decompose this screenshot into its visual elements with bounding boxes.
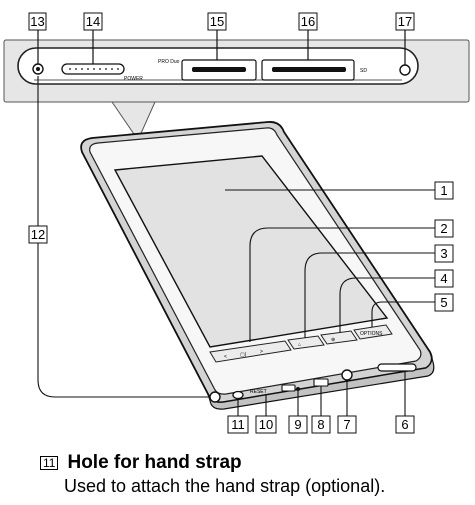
svg-text:16: 16 xyxy=(301,14,315,29)
reset-hole-icon xyxy=(296,387,300,391)
svg-text:10: 10 xyxy=(259,417,273,432)
right-callouts: 1 2 3 4 5 xyxy=(434,181,454,312)
svg-text:17: 17 xyxy=(398,14,412,29)
callout-2: 2 xyxy=(434,219,454,238)
zoom-button-icon: ⊕ xyxy=(320,330,358,345)
caption-title-row: 11 Hole for hand strap xyxy=(40,452,470,474)
callout-11: 11 xyxy=(227,415,249,434)
callout-1: 1 xyxy=(434,181,454,200)
callout-12: 12 xyxy=(28,76,210,398)
device-body: < ▢| > ⌂ ⊕ OPTIONS RESET xyxy=(80,121,435,410)
device-diagram: POWER PRO Duo SD 13 14 15 16 xyxy=(3,12,470,434)
top-callouts: 13 14 15 16 17 xyxy=(28,12,415,65)
svg-text:14: 14 xyxy=(86,14,100,29)
svg-text:▢|: ▢| xyxy=(240,352,246,358)
dc-in-icon xyxy=(281,384,296,392)
bottom-callouts: 11 10 9 8 7 6 xyxy=(227,415,415,434)
svg-text:5: 5 xyxy=(440,295,447,310)
caption-title: Hole for hand strap xyxy=(67,452,242,473)
hand-strap-hole-icon xyxy=(232,390,244,400)
svg-text:4: 4 xyxy=(440,271,447,286)
svg-text:1: 1 xyxy=(440,183,447,198)
right-leaders xyxy=(225,189,435,342)
power-switch-icon xyxy=(61,63,125,75)
stylus-hole-icon xyxy=(399,64,411,76)
callout-6: 6 xyxy=(395,415,415,434)
caption: 11 Hole for hand strap Used to attach th… xyxy=(40,452,470,497)
svg-text:⌂: ⌂ xyxy=(298,342,301,348)
svg-text:OPTIONS: OPTIONS xyxy=(360,331,383,337)
callout-3: 3 xyxy=(434,244,454,263)
reset-label: RESET xyxy=(250,389,267,395)
svg-text:>: > xyxy=(260,349,263,355)
callout-4: 4 xyxy=(434,269,454,288)
callout-13: 13 xyxy=(28,12,47,31)
svg-text:11: 11 xyxy=(231,417,245,432)
sd-label: SD xyxy=(360,68,367,74)
volume-button-icon xyxy=(377,363,417,372)
callout-15: 15 xyxy=(207,12,227,31)
svg-text:3: 3 xyxy=(440,246,447,261)
bottom-leaders xyxy=(237,371,406,416)
svg-text:15: 15 xyxy=(210,14,224,29)
svg-text:13: 13 xyxy=(30,14,44,29)
caption-description: Used to attach the hand strap (optional)… xyxy=(64,476,386,496)
usb-connector-icon xyxy=(313,378,329,387)
strap-hole-icon xyxy=(209,391,221,403)
svg-text:9: 9 xyxy=(294,417,301,432)
top-edge-inset: POWER PRO Duo SD xyxy=(3,39,470,142)
power-label: POWER xyxy=(124,76,143,82)
options-button-icon: OPTIONS xyxy=(353,324,393,340)
page-turn-button-icon: < ▢| > xyxy=(209,340,292,363)
svg-text:12: 12 xyxy=(31,227,45,242)
pro-duo-label: PRO Duo xyxy=(158,59,180,65)
callout-14: 14 xyxy=(83,12,103,31)
svg-text:⊕: ⊕ xyxy=(331,337,335,343)
callout-16: 16 xyxy=(298,12,318,31)
callout-10: 10 xyxy=(255,415,277,434)
svg-text:6: 6 xyxy=(401,417,408,432)
caption-number-badge: 11 xyxy=(40,456,59,470)
svg-text:<: < xyxy=(224,354,227,360)
callout-7: 7 xyxy=(337,415,357,434)
screen-area xyxy=(113,155,389,348)
svg-text:8: 8 xyxy=(317,417,324,432)
headphone-jack-icon xyxy=(341,369,353,381)
home-button-icon: ⌂ xyxy=(287,335,325,350)
callout-9: 9 xyxy=(288,415,308,434)
callout-8: 8 xyxy=(311,415,331,434)
svg-text:2: 2 xyxy=(440,221,447,236)
svg-text:7: 7 xyxy=(343,417,350,432)
callout-5: 5 xyxy=(434,293,454,312)
callout-17: 17 xyxy=(395,12,415,31)
